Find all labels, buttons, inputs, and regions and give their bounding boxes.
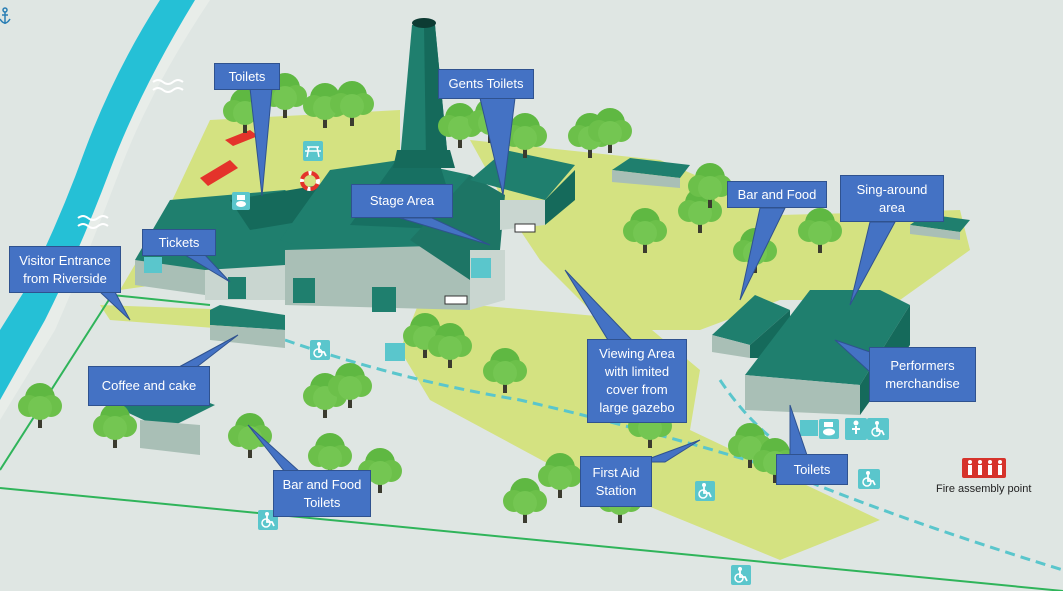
callout-first-aid: First Aid Station — [580, 456, 652, 507]
callout-bar-food: Bar and Food — [727, 181, 827, 208]
site-boundary — [0, 294, 1063, 591]
waves-icon — [77, 215, 109, 229]
callout-toilets-right: Toilets — [776, 454, 848, 485]
river — [0, 0, 195, 400]
callout-visitor-entrance: Visitor Entrance from Riverside — [9, 246, 121, 293]
callout-coffee-cake: Coffee and cake — [88, 366, 210, 406]
callout-sing-around: Sing-around area — [840, 175, 944, 222]
callout-tickets: Tickets — [142, 229, 216, 256]
callout-performers-merchandise: Performers merchandise — [869, 347, 976, 402]
fire-assembly-label: Fire assembly point — [936, 483, 1032, 495]
waves-icon — [152, 79, 184, 93]
callout-gents-toilets: Gents Toilets — [438, 69, 534, 99]
callout-stage-area: Stage Area — [351, 184, 453, 218]
accessible-icon — [310, 340, 330, 360]
callout-toilets-top: Toilets — [214, 63, 280, 90]
bar-food-building-right — [712, 295, 790, 358]
callout-viewing-area: Viewing Area with limited cover from lar… — [587, 339, 687, 423]
accessible-icon — [731, 565, 751, 585]
life-ring-icon — [300, 171, 320, 191]
shed — [612, 158, 970, 240]
callout-pointers — [98, 87, 896, 473]
accessible-icon — [867, 418, 889, 440]
callout-bar-food-toilets: Bar and Food Toilets — [273, 470, 371, 517]
picnic-table-icon — [303, 141, 323, 161]
toilet-icon — [819, 419, 839, 439]
fire-assembly-icon — [962, 458, 1006, 478]
accessible-icon — [695, 481, 715, 501]
grass-area — [470, 140, 970, 330]
baby-change-icon — [845, 418, 867, 440]
anchor-icon — [0, 7, 11, 24]
toilet-icon — [232, 192, 250, 210]
accessible-icon — [858, 469, 880, 489]
coffee-building — [210, 305, 285, 348]
